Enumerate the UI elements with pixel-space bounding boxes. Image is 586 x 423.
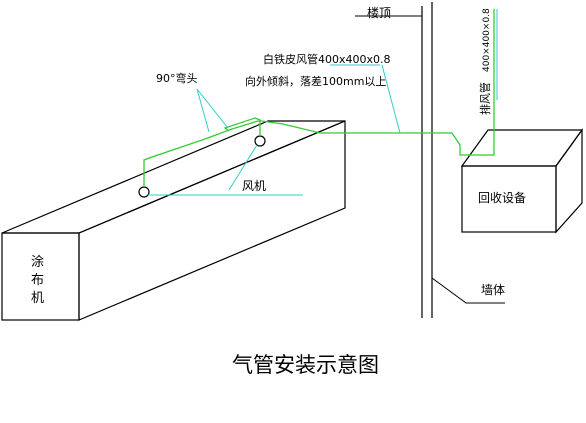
- recovery-label: 回收设备: [478, 191, 526, 205]
- wall-leader: [431, 277, 505, 304]
- coater-label-3: 机: [31, 291, 44, 306]
- coater-label-1: 涂: [31, 254, 44, 270]
- exhaust-spec-label: 400×400×0.8: [482, 8, 492, 72]
- coating-machine: [1, 120, 346, 321]
- leader-lines: [148, 9, 498, 196]
- fan-label: 风机: [242, 179, 266, 193]
- wall: [421, 2, 433, 318]
- air-duct: [143, 9, 495, 187]
- pipe-spec-label: 白铁皮风管400x400x0.8: [263, 52, 391, 66]
- diagram-caption: 气管安装示意图: [232, 353, 379, 377]
- pipe-slope-label: 向外倾斜，落差100mm以上: [245, 74, 386, 88]
- coater-label-2: 布: [31, 273, 44, 288]
- recovery-equipment: [460, 128, 584, 234]
- exhaust-label: 排风管: [478, 82, 492, 115]
- wall-label: 墙体: [481, 283, 505, 297]
- elbow-label: 90°弯头: [156, 71, 198, 85]
- roof-label: 楼顶: [367, 5, 391, 20]
- fan-openings: [138, 135, 266, 198]
